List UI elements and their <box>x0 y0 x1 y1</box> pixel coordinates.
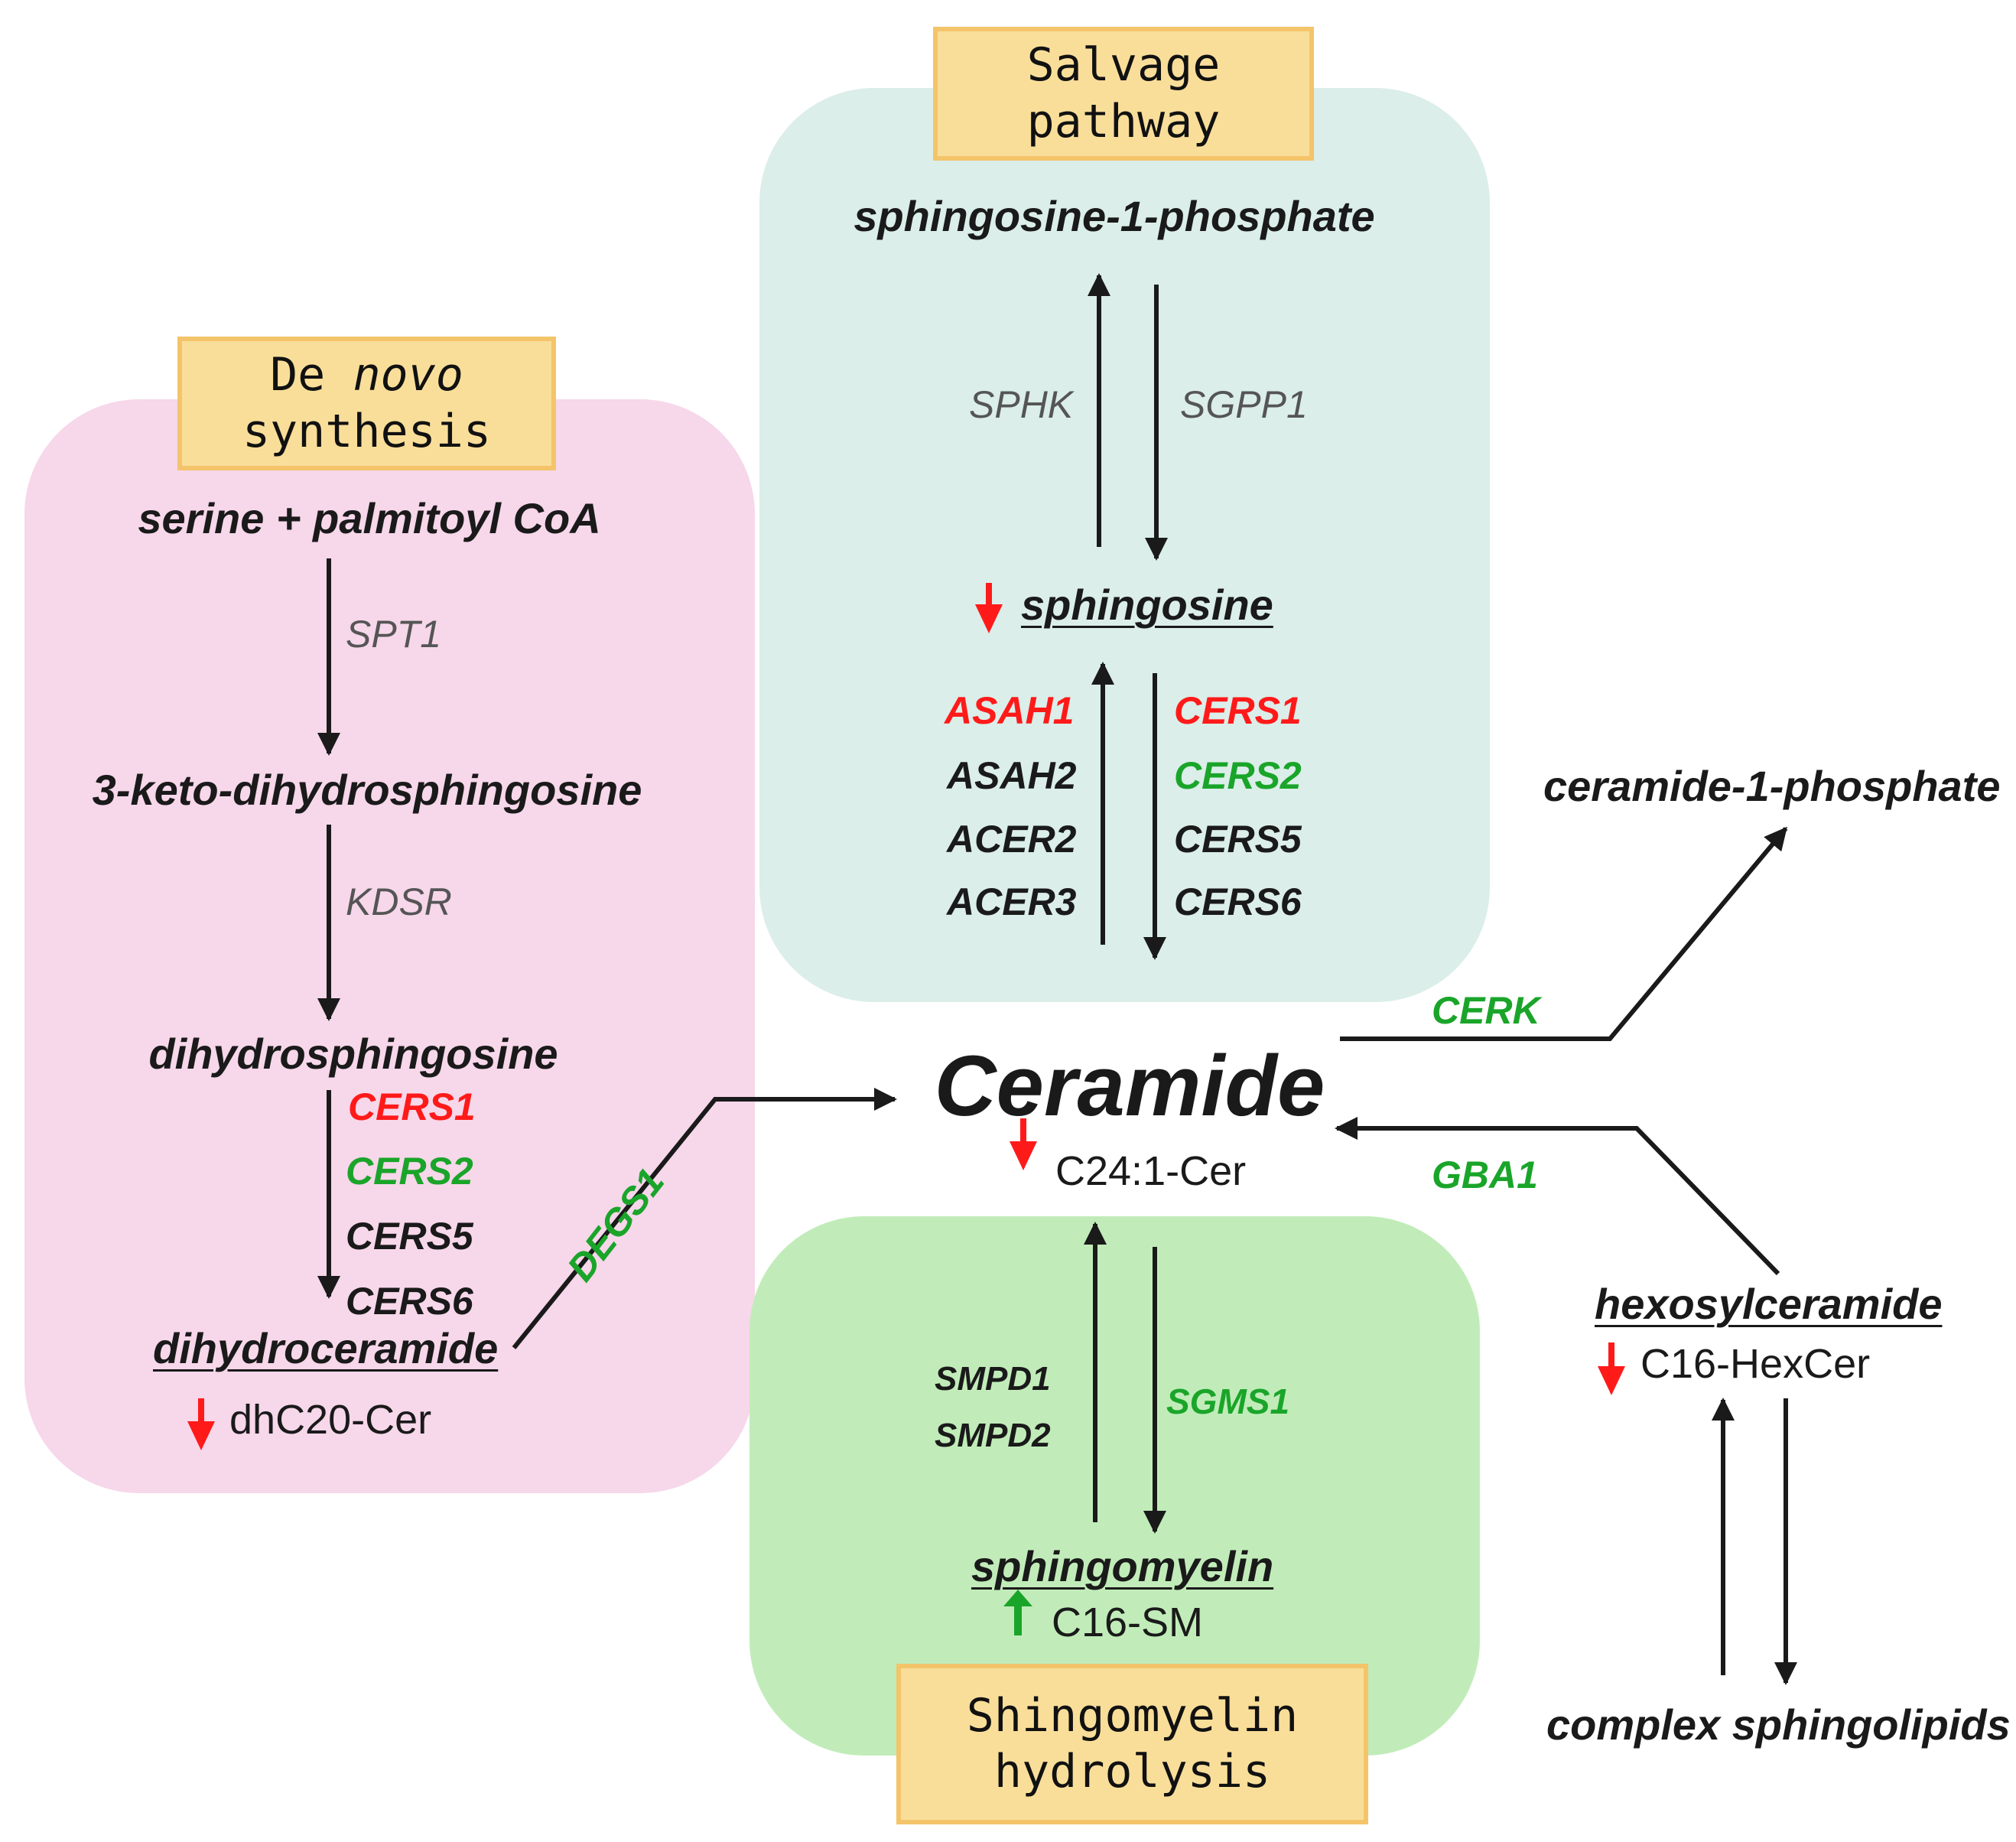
de-novo-label-novo: novo <box>353 348 463 402</box>
de-novo-label-de: De <box>270 348 326 402</box>
enzyme-acer2: ACER2 <box>947 818 1077 861</box>
red-down-arrow-icon <box>1598 1342 1625 1395</box>
dihydrosphingosine: dihydrosphingosine <box>148 1030 558 1078</box>
enzyme-smpd2: SMPD2 <box>935 1417 1051 1454</box>
enzyme-cers5-salvage: CERS5 <box>1174 818 1302 861</box>
salvage-label-line2: pathway <box>1026 94 1221 148</box>
complex-sphingolipids: complex sphingolipids <box>1546 1700 2011 1749</box>
salvage-label-line1: Salvage <box>1026 38 1221 93</box>
enzyme-sgms1: SGMS1 <box>1166 1382 1290 1421</box>
de-novo-label-synthesis: synthesis <box>242 404 492 458</box>
hydrolysis-label-line1: Shingomyelin <box>966 1688 1299 1743</box>
arrow-ceramide-to-c1p <box>1340 826 1788 1041</box>
dihydroceramide: dihydroceramide <box>153 1324 499 1372</box>
enzyme-asah1: ASAH1 <box>945 689 1075 732</box>
red-down-arrow-icon <box>975 583 1003 633</box>
keto-dihydrosphingosine: 3-keto-dihydrosphingosine <box>92 766 642 814</box>
enzyme-cers5-denovo: CERS5 <box>346 1215 473 1258</box>
enzyme-kdsr: KDSR <box>346 880 452 923</box>
enzyme-gba1: GBA1 <box>1432 1154 1538 1196</box>
de-novo-label-box: De novo synthesis <box>177 337 556 470</box>
enzyme-spt1: SPT1 <box>346 613 442 656</box>
lipid-c16-hexcer: C16-HexCer <box>1640 1341 1871 1387</box>
enzyme-smpd1: SMPD1 <box>935 1360 1051 1398</box>
hexosylceramide: hexosylceramide <box>1595 1280 1943 1328</box>
arrow-dihydroceramide-to-ceramide <box>512 1088 897 1349</box>
salvage-region <box>759 88 1490 1002</box>
enzyme-sgpp1: SGPP1 <box>1180 383 1308 426</box>
salvage-label-box: Salvage pathway <box>933 27 1314 161</box>
red-down-arrow-icon <box>187 1398 215 1450</box>
lipid-dhc20-cer: dhC20-Cer <box>229 1397 432 1443</box>
ceramide-1-phosphate: ceramide-1-phosphate <box>1543 762 2001 810</box>
enzyme-cers1-denovo: CERS1 <box>348 1085 476 1128</box>
ceramide-title: Ceramide <box>934 1038 1325 1134</box>
lipid-c16-sm: C16-SM <box>1052 1600 1204 1645</box>
sphingomyelin: sphingomyelin <box>971 1542 1274 1590</box>
green-up-arrow-icon <box>1003 1590 1032 1635</box>
enzyme-cerk: CERK <box>1432 989 1540 1032</box>
enzyme-cers2-denovo: CERS2 <box>346 1150 473 1193</box>
hydrolysis-label-box: Shingomyelin hydrolysis <box>896 1664 1368 1824</box>
enzyme-cers2-salvage: CERS2 <box>1174 754 1302 797</box>
hydrolysis-label-line2: hydrolysis <box>993 1745 1271 1798</box>
enzyme-cers1-salvage: CERS1 <box>1174 689 1302 732</box>
arrow-hexosylceramide-to-ceramide <box>1335 1117 1780 1276</box>
enzyme-asah2: ASAH2 <box>947 754 1077 797</box>
enzyme-sphk: SPHK <box>969 383 1074 426</box>
red-down-arrow-icon <box>1010 1118 1037 1170</box>
lipid-c24-1-cer: C24:1-Cer <box>1055 1148 1247 1194</box>
enzyme-acer3: ACER3 <box>947 880 1077 923</box>
sphingosine-1-phosphate: sphingosine-1-phosphate <box>854 192 1375 240</box>
serine-palmitoyl-coa: serine + palmitoyl CoA <box>138 494 601 542</box>
enzyme-cers6-salvage: CERS6 <box>1174 880 1302 923</box>
sphingosine: sphingosine <box>1021 581 1273 629</box>
enzyme-cers6-denovo: CERS6 <box>346 1280 473 1323</box>
de-novo-region <box>24 399 755 1493</box>
